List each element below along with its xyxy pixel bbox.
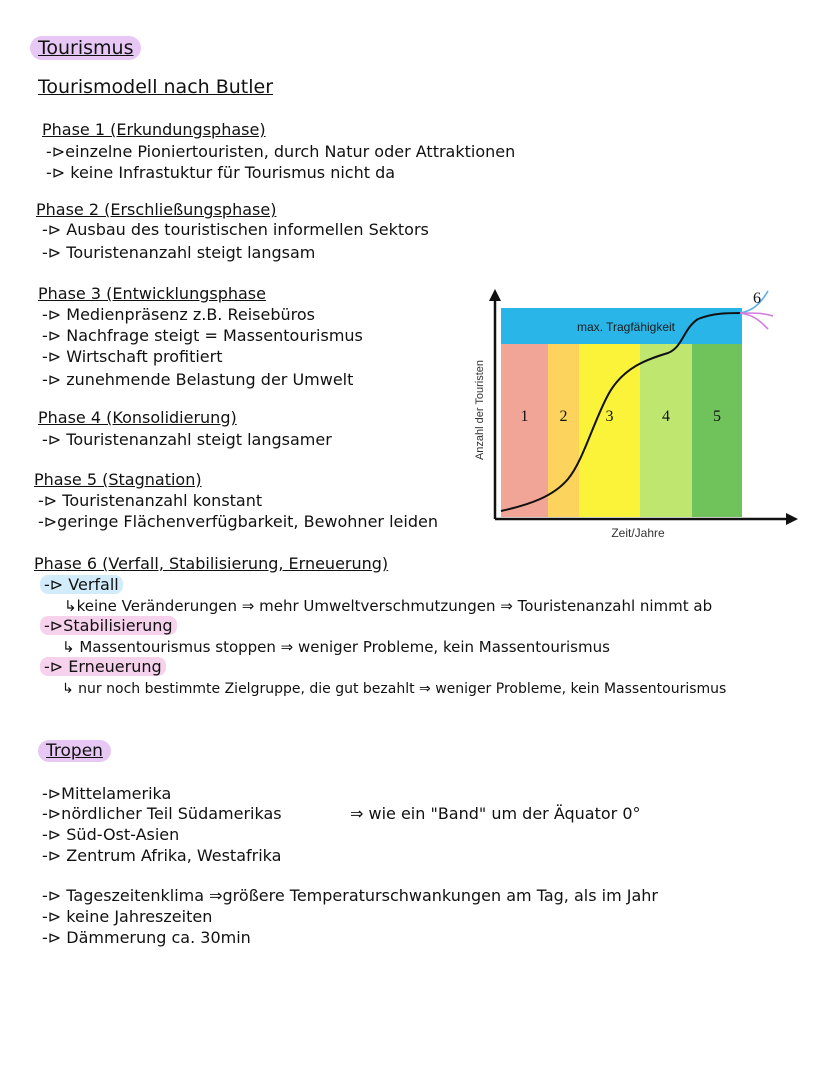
phase-2-line-1: -⊳ Ausbau des touristischen informellen …: [42, 220, 429, 239]
stabilisierung-label: -⊳Stabilisierung: [40, 616, 177, 635]
carrying-capacity-label: max. Tragfähigkeit: [577, 320, 676, 334]
y-axis-label: Anzahl der Touristen: [474, 360, 486, 460]
phase-6-stabilisierung-detail: ↳ Massentourismus stoppen ⇒ weniger Prob…: [62, 638, 610, 656]
tropen-climate-2: -⊳ keine Jahreszeiten: [42, 907, 213, 926]
phase-4-line-1: -⊳ Touristenanzahl steigt langsamer: [42, 430, 332, 449]
chart-svg: max. Tragfähigkeit 1 2 3 4 5 6 Anzahl der To…: [474, 289, 798, 540]
branch-pink-2: [739, 312, 769, 330]
butler-model-chart: max. Tragfähigkeit 1 2 3 4 5 6 Anzahl der To…: [468, 283, 808, 545]
phase-6-erneuerung: -⊳ Erneuerung: [40, 657, 166, 677]
phase-6-verfall: -⊳ Verfall: [40, 575, 123, 595]
tourist-curve: [500, 312, 743, 512]
erneuerung-label: -⊳ Erneuerung: [40, 657, 166, 676]
tropen-title: Tropen: [38, 740, 111, 762]
tropen-climate-3: -⊳ Dämmerung ca. 30min: [42, 928, 251, 947]
phase-label-3: 3: [606, 408, 614, 425]
phase-label-1: 1: [521, 408, 529, 425]
phase-5-line-1: -⊳ Touristenanzahl konstant: [38, 491, 263, 510]
phase-3-line-3: -⊳ Wirtschaft profitiert: [42, 347, 223, 366]
phase-1-line-2: -⊳ keine Infrastuktur für Tourismus nich…: [46, 163, 396, 182]
carrying-capacity-band: [501, 308, 742, 344]
phase-label-4: 4: [662, 408, 670, 425]
phase-4-heading: Phase 4 (Konsolidierung): [38, 408, 237, 427]
phase-5-line-2: -⊳geringe Flächenverfügbarkeit, Bewohner…: [38, 512, 438, 531]
phase-6-heading: Phase 6 (Verfall, Stabilisierung, Erneue…: [34, 554, 389, 573]
phase-3-heading: Phase 3 (Entwicklungsphase: [38, 284, 266, 303]
phase-label-2: 2: [560, 408, 568, 425]
tropen-region-2: -⊳nördlicher Teil Südamerikas: [42, 804, 282, 823]
y-axis-arrow: [489, 289, 501, 301]
phase-band-5: [692, 344, 742, 517]
x-axis-label: Zeit/Jahre: [611, 526, 665, 540]
x-axis-arrow: [786, 513, 798, 525]
phase-2-heading: Phase 2 (Erschließungsphase): [36, 200, 277, 219]
tropen-region-1: -⊳Mittelamerika: [42, 784, 172, 803]
tropen-region-3: -⊳ Süd-Ost-Asien: [42, 825, 180, 844]
tropen-band-note: ⇒ wie ein "Band" um der Äquator 0°: [350, 804, 641, 823]
page-title: Tourismus: [30, 36, 142, 60]
phase-3-line-4: -⊳ zunehmende Belastung der Umwelt: [42, 370, 354, 389]
model-title: Tourismodell nach Butler: [38, 76, 274, 98]
phase-6-erneuerung-detail: ↳ nur noch bestimmte Zielgruppe, die gut…: [62, 681, 727, 697]
phase-6-stabilisierung: -⊳Stabilisierung: [40, 616, 177, 636]
tropen-climate-1: -⊳ Tageszeitenklima ⇒größere Temperaturs…: [42, 886, 658, 905]
phase-1-heading: Phase 1 (Erkundungsphase): [42, 120, 266, 139]
phase-1-line-1: -⊳einzelne Pioniertouristen, durch Natur…: [46, 142, 516, 161]
phase-band-2: [548, 344, 579, 517]
verfall-label: -⊳ Verfall: [40, 575, 123, 594]
phase-6-label: 6: [753, 290, 761, 307]
tropen-region-4: -⊳ Zentrum Afrika, Westafrika: [42, 846, 282, 865]
phase-band-3: [579, 344, 640, 517]
phase-5-heading: Phase 5 (Stagnation): [34, 470, 202, 489]
phase-band-4: [640, 344, 692, 517]
phase-2-line-2: -⊳ Touristenanzahl steigt langsam: [42, 243, 316, 262]
phase-3-line-1: -⊳ Medienpräsenz z.B. Reisebüros: [42, 305, 315, 324]
phase-label-5: 5: [713, 408, 721, 425]
phase-band-1: [501, 344, 548, 517]
phase-3-line-2: -⊳ Nachfrage steigt = Massentourismus: [42, 326, 363, 345]
phase-6-verfall-detail: ↳keine Veränderungen ⇒ mehr Umweltversch…: [64, 597, 713, 615]
